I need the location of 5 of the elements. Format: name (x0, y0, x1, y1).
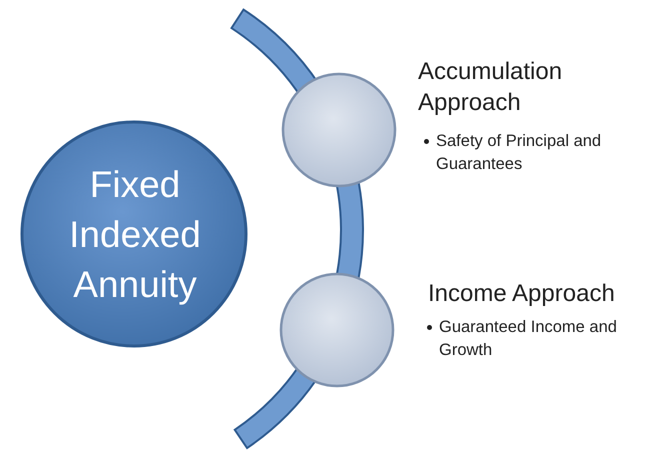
bullet-text: Guaranteed Income and Growth (439, 317, 618, 361)
heading: Income Approach (428, 279, 616, 309)
circle-title: Fixed Indexed Annuity (68, 163, 202, 307)
heading: Accumulation Approach (418, 57, 564, 118)
bullet-text: Safety of Principal and Guarantees (436, 131, 602, 175)
